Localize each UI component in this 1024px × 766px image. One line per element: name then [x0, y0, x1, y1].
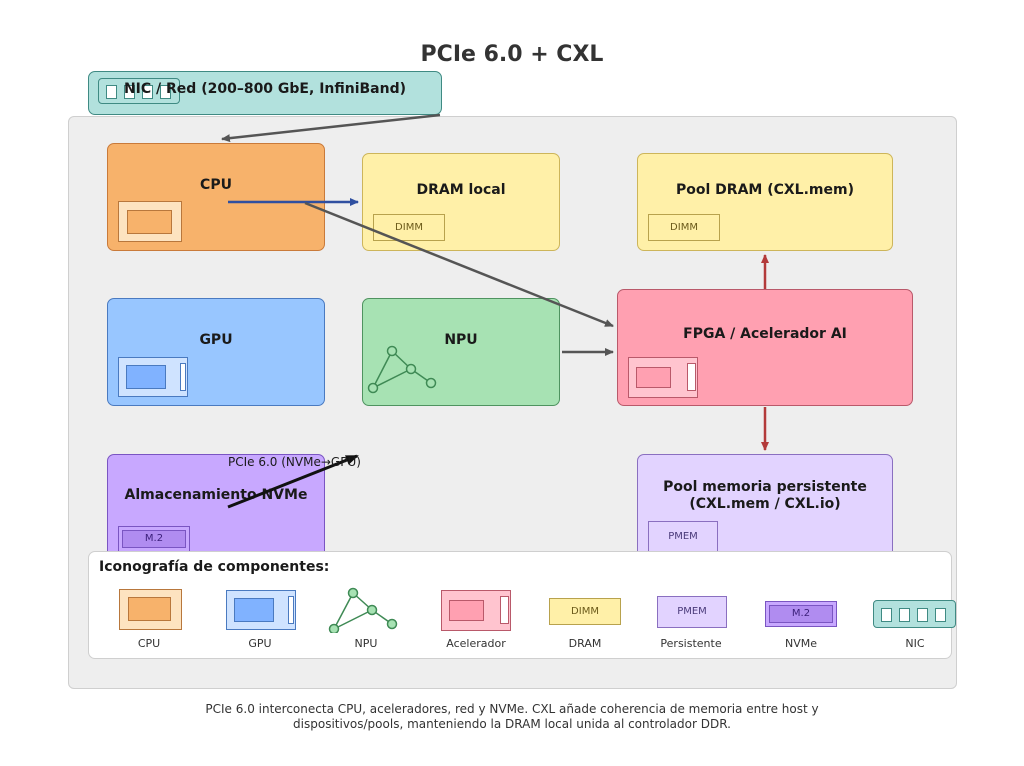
nvme-storage-node: Almacenamiento NVMe M.2: [107, 454, 325, 564]
fpga-label: FPGA / Acelerador AI: [683, 326, 847, 342]
legend-nvme-caption: NVMe: [784, 637, 817, 650]
nvme-to-gpu-edge: [227, 454, 359, 509]
legend-gpu-icon: [226, 590, 296, 630]
accelerator-icon: [628, 357, 698, 398]
cpu-to-fpga-edge: [304, 201, 614, 328]
legend-npu-caption: NPU: [354, 637, 378, 650]
dimm-icon: DIMM: [373, 214, 445, 241]
diagram-caption: PCIe 6.0 interconecta CPU, aceleradores,…: [0, 702, 1024, 732]
nic-icon: [98, 78, 180, 104]
pmem-pool-node: Pool memoria persistente (CXL.mem / CXL.…: [637, 454, 893, 564]
legend-pmem-icon: PMEM: [657, 596, 727, 628]
nvme-label: Almacenamiento NVMe: [124, 487, 308, 503]
legend-panel: Iconografía de componentes: CPU GPU NPU …: [88, 551, 956, 659]
nic-node: NIC / Red (200–800 GbE, InfiniBand): [88, 71, 442, 115]
gpu-node: GPU: [107, 298, 325, 406]
legend-accelerator-caption: Acelerador: [446, 637, 506, 650]
pmem-pool-label-line2: (CXL.mem / CXL.io): [689, 496, 841, 512]
npu-label: NPU: [444, 332, 478, 348]
gpu-icon: [118, 357, 188, 397]
m2-icon: M.2: [118, 526, 190, 552]
gpu-label: GPU: [199, 332, 233, 348]
legend-nic-caption: NIC: [905, 637, 925, 650]
nic-to-cpu-edge: [221, 113, 441, 143]
caption-line-2: dispositivos/pools, manteniendo la DRAM …: [293, 717, 731, 731]
legend-dram-icon: DIMM: [549, 598, 621, 625]
legend-accelerator-icon: [441, 590, 511, 631]
legend-cpu-caption: CPU: [137, 637, 161, 650]
legend-title: Iconografía de componentes:: [99, 559, 330, 575]
dram-local-node: DRAM local DIMM: [362, 153, 560, 251]
pmem-icon: PMEM: [648, 521, 718, 553]
legend-persistent-caption: Persistente: [660, 637, 722, 650]
fpga-accelerator-node: FPGA / Acelerador AI: [617, 289, 913, 406]
nic-label: NIC / Red (200–800 GbE, InfiniBand): [123, 81, 407, 97]
legend-nvme-icon: M.2: [765, 601, 837, 627]
diagram-title: PCIe 6.0 + CXL: [420, 42, 604, 67]
caption-line-1: PCIe 6.0 interconecta CPU, aceleradores,…: [205, 702, 819, 716]
cpu-node: CPU: [107, 143, 325, 251]
nvme-gpu-edge-label: PCIe 6.0 (NVMe→GPU): [228, 455, 361, 469]
legend-npu-icon: [328, 587, 398, 633]
legend-m2-chip-label: M.2: [769, 605, 833, 623]
dram-pool-label: Pool DRAM (CXL.mem): [676, 182, 854, 198]
legend-dram-caption: DRAM: [568, 637, 602, 650]
dimm-icon: DIMM: [648, 214, 720, 241]
cpu-icon: [118, 201, 182, 242]
dram-pool-node: Pool DRAM (CXL.mem) DIMM: [637, 153, 893, 251]
legend-gpu-caption: GPU: [248, 637, 272, 650]
dram-local-label: DRAM local: [416, 182, 506, 198]
npu-icon: [367, 345, 437, 394]
legend-cpu-icon: [119, 589, 182, 630]
legend-nic-icon: [873, 600, 956, 628]
pmem-pool-label-line1: Pool memoria persistente: [663, 479, 867, 495]
m2-chip-label: M.2: [122, 530, 186, 548]
cpu-label: CPU: [200, 177, 232, 193]
